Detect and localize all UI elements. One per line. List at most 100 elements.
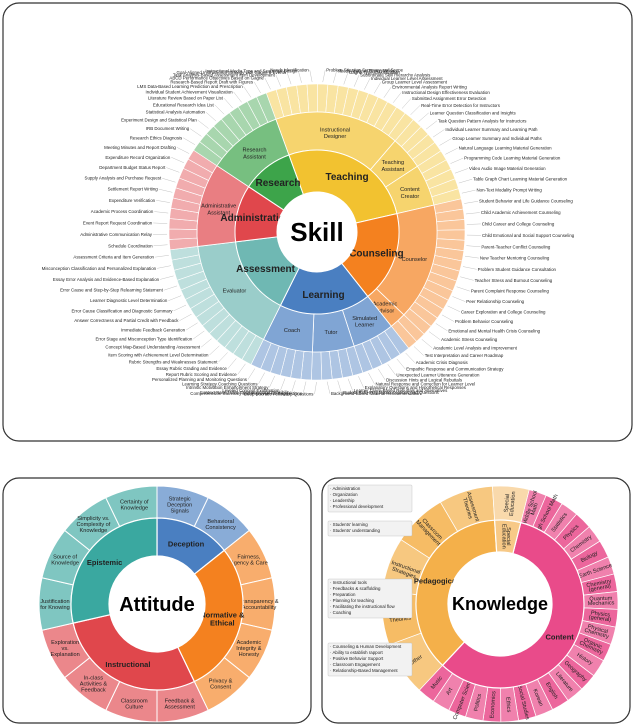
skill-leader-line <box>435 323 448 331</box>
knowledge-note-box-other <box>327 484 413 513</box>
skill-leader-line <box>383 86 392 98</box>
skill-leaf-label: Learner Diagnostic Level Determination <box>90 298 168 303</box>
skill-center-label: Skill <box>290 217 343 247</box>
knowledge-cat-label-pedagogical: Pedagogical <box>414 577 458 586</box>
skill-leaf-label: Department Budget Status Report <box>99 165 166 170</box>
skill-cat-label-teaching: Teaching <box>325 172 368 183</box>
skill-leader-line <box>343 72 349 85</box>
knowledge-note-item: · Students' understanding <box>330 528 380 533</box>
skill-leaf-label: Video Audio Image Material Generation <box>469 166 546 171</box>
skill-leader-line <box>413 346 424 356</box>
knowledge-note-item: · Students' learning <box>330 522 368 527</box>
skill-leader-line <box>387 364 396 375</box>
skill-leaf-label: Real-Time Error Detection for Instructor… <box>421 103 501 108</box>
skill-leaf-label: Error Stage and Misconception Type Ident… <box>95 336 192 341</box>
skill-leader-line <box>421 339 433 349</box>
skill-leaf-label: Expenditure Verification <box>109 198 156 203</box>
knowledge-note-box-strategies <box>327 578 413 619</box>
skill-leaf-label: Test Interpretation and Career Roadmap <box>425 353 504 358</box>
skill-leader-line <box>176 147 190 154</box>
skill-cat-label-counseling: Counseling <box>349 248 403 259</box>
skill-leader-line <box>275 74 281 87</box>
skill-leaf-label: Group Learner Level Assessment <box>382 80 448 85</box>
skill-leader-line <box>426 120 437 130</box>
skill-leader-line <box>168 295 182 301</box>
skill-leaf-label: Misconception Classification and Persona… <box>42 266 157 271</box>
attitude-center-label: Attitude <box>119 594 195 616</box>
skill-sub-label-tutor: Tutor <box>324 330 337 336</box>
skill-leader-line <box>264 77 271 90</box>
knowledge-sub-label-ethics: Ethics <box>504 697 511 713</box>
knowledge-note-item: · Preparation <box>330 592 356 597</box>
skill-leaf-label: Emotional and Mental Health Crisis Couns… <box>448 328 540 333</box>
skill-leader-line <box>253 81 261 94</box>
skill-leaf-label: Individual Learner Summary and Learning … <box>445 127 538 132</box>
skill-leader-line <box>450 157 464 164</box>
skill-leaf-label: Rubric Strengths and Weaknesses Statemen… <box>129 360 219 365</box>
skill-leaf-label: Essay Rubric Grading and Evidence <box>156 366 227 371</box>
knowledge-cat-label-content: Content <box>545 632 574 641</box>
skill-sub-label-counselor: Counselor <box>402 257 428 263</box>
skill-leader-line <box>418 112 429 122</box>
skill-leader-line <box>298 70 302 83</box>
attitude-sub-label-fairness-agency-care: Fairness,Agency & Care <box>230 555 268 567</box>
skill-leaf-label: Expenditure Record Organization <box>105 155 170 160</box>
skill-leader-line <box>154 255 169 258</box>
skill-leaf-label: Comprehension Summary and Improvement Su… <box>190 391 303 396</box>
skill-leaf-label: Discussion Hints and Logical Rebuttals <box>386 377 463 382</box>
skill-leader-line <box>353 74 360 87</box>
skill-leaf-label: Settlement Report Writing <box>108 187 159 192</box>
skill-leaf-label: Context-Based Idea Generation and Feasib… <box>200 390 292 395</box>
skill-leaf-label: Needs Identification <box>270 68 309 73</box>
skill-cat-label-learning: Learning <box>302 290 344 301</box>
skill-leaf-label: Natural Response and Correction for Lear… <box>376 382 476 387</box>
skill-leader-line <box>441 314 455 322</box>
skill-leader-line <box>464 201 479 204</box>
skill-leader-line <box>193 330 205 340</box>
skill-leaf-label: Career Exploration and College Counselin… <box>461 309 546 314</box>
skill-leaf-label: ABCD Performance Objectives Based on Gag… <box>169 75 264 80</box>
skill-leader-line <box>462 266 477 270</box>
skill-leader-line <box>201 338 212 348</box>
attitude-center-hole <box>109 556 205 652</box>
skill-leader-line <box>447 305 461 312</box>
skill-leader-line <box>454 168 469 174</box>
skill-leader-line <box>173 304 187 312</box>
skill-leaf-label: Administrative Communication Relay <box>80 232 153 237</box>
skill-leaf-label: Submitted Assignment Error Detection <box>412 96 487 101</box>
skill-leader-line <box>163 285 178 291</box>
knowledge-note-item: · Organization <box>330 492 358 497</box>
skill-leaf-label: Table Graph Chart Learning Material Gene… <box>473 177 568 182</box>
skill-sub-label-coach: Coach <box>284 328 300 334</box>
skill-leaf-label: Error Cause and Step-by-Step Relearning … <box>60 288 164 293</box>
skill-leaf-label: Problem Student Guidance Consultation <box>478 267 557 272</box>
skill-leader-line <box>280 378 286 391</box>
skill-leader-line <box>460 276 474 281</box>
skill-leaf-needs-identification <box>306 83 318 113</box>
skill-leaf-label: Schedule Coordination <box>108 243 153 248</box>
skill-leaf-label: Assessment Criteria and Item Generation <box>73 255 154 260</box>
skill-leaf-label: Academic Process Coordination <box>91 209 154 214</box>
skill-leaf-label: Statistical Analysis Automation <box>146 110 206 115</box>
skill-leaf-label: Problem Situation Summary and Scope <box>326 68 403 73</box>
skill-leaf-label: Child Emotional and Social Support Couns… <box>482 233 575 238</box>
skill-leaf-label: Parent Complaint Response Counseling <box>471 289 550 294</box>
skill-leaf-label: Research-Based Report Draft with Figures <box>170 79 254 84</box>
skill-leaf-label: Student Role-Play Misconceptions and Que… <box>342 390 439 395</box>
skill-leader-line <box>209 345 220 356</box>
skill-leader-line <box>378 368 386 380</box>
skill-leader-line <box>396 358 406 370</box>
skill-leader-line <box>461 189 476 194</box>
skill-leader-line <box>190 128 202 137</box>
knowledge-note-item: · Classroom Engagement <box>330 662 381 667</box>
skill-leaf-label: Personalized Planning and Monitoring Que… <box>152 377 248 382</box>
skill-leaf-label: IRB Document Writing <box>146 126 190 131</box>
skill-leaf-label: Explanatory Questions and Hypothetical R… <box>365 385 467 390</box>
skill-leader-line <box>309 70 313 83</box>
skill-leaf-label: Group Learner Summary and Individual Pat… <box>452 136 542 141</box>
knowledge-center-hole <box>448 552 552 656</box>
